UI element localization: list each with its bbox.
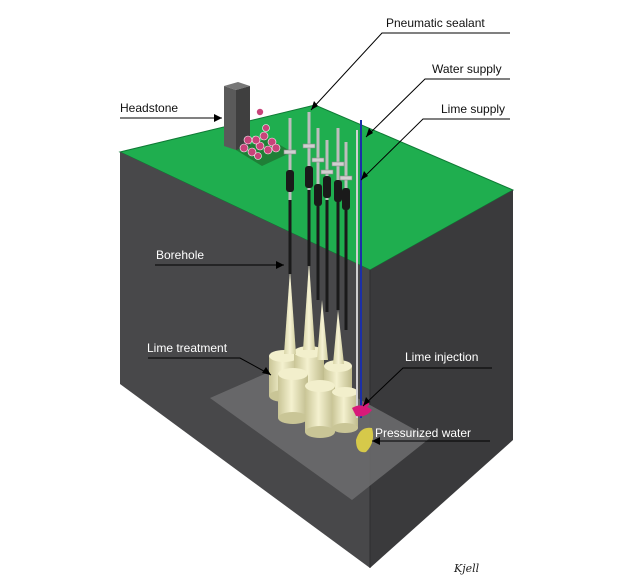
- lime-spike: [303, 262, 315, 350]
- lime-columns: [269, 262, 358, 438]
- borehole-pipe: [314, 128, 322, 300]
- pneumatic-packer: [342, 188, 350, 210]
- label-pressurized-water: Pressurized water: [375, 426, 471, 440]
- pneumatic-packer: [286, 170, 294, 192]
- borehole-pipe: [286, 118, 294, 274]
- label-borehole: Borehole: [156, 248, 204, 262]
- pneumatic-packer: [314, 184, 322, 206]
- pneumatic-packer: [323, 176, 331, 198]
- leader-water-supply: [365, 78, 510, 138]
- arrowhead-pressurized-water: [372, 437, 380, 445]
- supply-lines: [352, 120, 374, 453]
- arrowhead-lime-injection: [363, 397, 370, 406]
- pressurized-water-jet: [356, 427, 374, 453]
- label-lime-injection: Lime injection: [405, 350, 478, 364]
- artist-signature: Kjell: [453, 562, 480, 575]
- label-pneumatic-sealant: Pneumatic sealant: [386, 16, 485, 30]
- label-water-supply: Water supply: [432, 62, 502, 76]
- flowers-icon: [239, 108, 281, 160]
- lime-injection-jet: [352, 405, 372, 417]
- borehole-pipe: [305, 112, 313, 266]
- pneumatic-packer: [334, 180, 342, 202]
- leader-lime-injection: [362, 367, 492, 407]
- borehole-pipe: [342, 142, 350, 330]
- headstone-side: [236, 86, 250, 150]
- label-lime-supply: Lime supply: [441, 102, 505, 116]
- leader-arrowheads: [214, 101, 380, 445]
- lime-spike: [284, 270, 296, 354]
- ground-side-face: [370, 190, 513, 568]
- ground-block: [118, 104, 515, 568]
- arrowhead-water-supply: [366, 128, 373, 137]
- borehole-pipes: [283, 112, 353, 330]
- lime-spike: [333, 310, 344, 364]
- leader-lime-supply: [360, 118, 510, 181]
- leader-pneumatic-sealant: [310, 32, 510, 111]
- headstone-group: [224, 82, 292, 166]
- leader-lines: [120, 32, 510, 442]
- headstone-top: [224, 82, 250, 90]
- arrowhead-lime-treatment: [262, 367, 271, 375]
- arrowhead-lime-supply: [361, 171, 368, 180]
- arrowhead-borehole: [276, 261, 284, 269]
- pipe-caps: [283, 143, 353, 181]
- label-headstone: Headstone: [120, 101, 178, 115]
- arrowhead-pneumatic-sealant: [311, 101, 318, 110]
- lime-column: [305, 380, 335, 438]
- borehole-pipe: [323, 140, 331, 312]
- label-lime-treatment: Lime treatment: [147, 341, 228, 355]
- leader-lime-treatment: [148, 357, 272, 376]
- arrowhead-headstone: [214, 114, 222, 122]
- headstone-front: [224, 86, 236, 150]
- lime-column: [278, 368, 308, 424]
- lime-spike: [317, 300, 328, 360]
- pneumatic-packer: [305, 166, 313, 188]
